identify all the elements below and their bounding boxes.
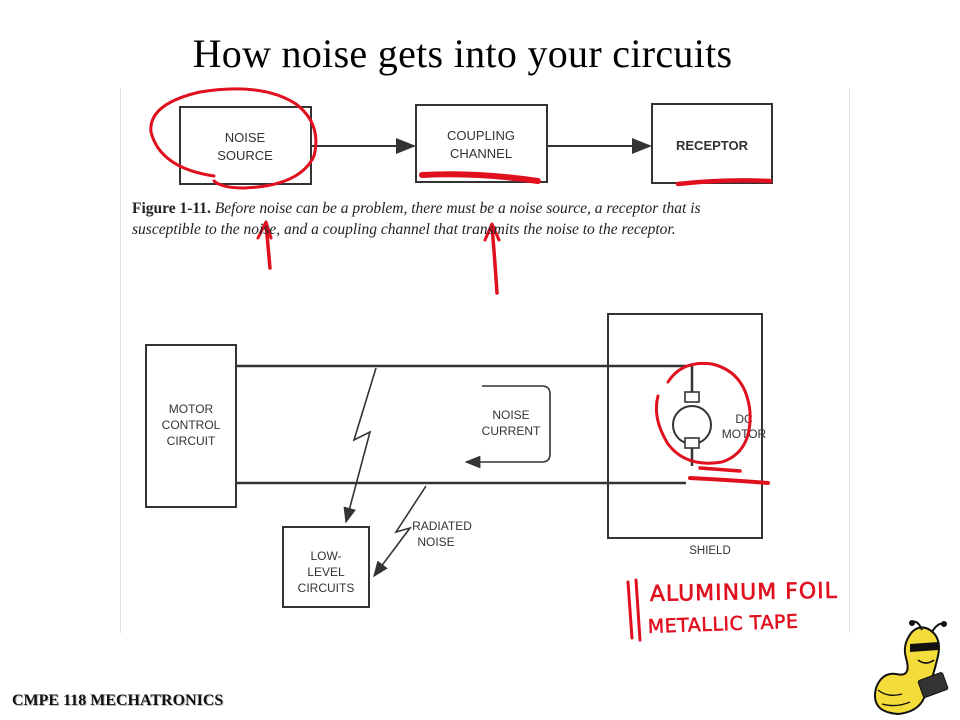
dc-motor: DC MOTOR xyxy=(672,366,767,466)
coupling-channel-block: COUPLING CHANNEL xyxy=(415,104,548,183)
slide-title: How noise gets into your circuits xyxy=(192,31,733,76)
banana-slug-mascot-icon xyxy=(874,620,949,716)
handwritten-metallic-tape: METALLIC TAPE xyxy=(647,611,798,638)
shield-box: SHIELD xyxy=(607,313,763,557)
noise-source-block: NOISE SOURCE xyxy=(179,106,312,185)
circle-noise-source xyxy=(149,87,318,190)
shield-label: SHIELD xyxy=(689,545,731,557)
noise-current-line2: CURRENT xyxy=(482,424,541,438)
footer-course-label: CMPE 118 MECHATRONICS xyxy=(12,692,224,709)
coupling-channel-line1: COUPLING xyxy=(447,128,515,143)
caption-line1: Figure 1-11. Before noise can be a probl… xyxy=(132,200,701,217)
caption-figure-label: Figure 1-11. xyxy=(132,200,211,217)
coupling-channel-line2: CHANNEL xyxy=(450,146,512,161)
circle-dc-motor xyxy=(654,361,752,465)
radiated-noise-line2: NOISE xyxy=(417,535,454,549)
motor-control-line3: CIRCUIT xyxy=(167,434,216,448)
motor-control-line2: CONTROL xyxy=(162,418,221,432)
noise-current-loop: NOISE CURRENT xyxy=(464,385,551,469)
motor-control-block: MOTOR CONTROL CIRCUIT xyxy=(145,344,237,508)
low-level-line1: LOW- xyxy=(310,549,341,563)
caption-line2: susceptible to the noise, and a coupling… xyxy=(132,221,676,238)
dc-motor-line2: MOTOR xyxy=(722,427,767,441)
underline-motor-ground xyxy=(698,466,742,473)
receptor-label: RECEPTOR xyxy=(676,138,749,153)
low-level-circuits-block: LOW- LEVEL CIRCUITS xyxy=(282,526,370,608)
radiated-noise-line1: RADIATED xyxy=(412,519,472,533)
lightning-bolt-left xyxy=(343,367,377,524)
noise-source-line1: NOISE xyxy=(225,130,266,145)
lightning-bolt-right xyxy=(373,485,427,578)
noise-current-line1: NOISE xyxy=(492,408,529,422)
low-level-line3: CIRCUITS xyxy=(298,581,355,595)
arrow-up-coupling xyxy=(490,224,499,295)
noise-source-line2: SOURCE xyxy=(217,148,273,163)
low-level-line2: LEVEL xyxy=(307,565,345,579)
receptor-block: RECEPTOR xyxy=(651,103,773,184)
figure-caption: Figure 1-11. Before noise can be a probl… xyxy=(132,198,837,240)
double-bar xyxy=(626,580,634,640)
handwritten-aluminum-foil: ALUMINUM FOIL xyxy=(650,579,838,607)
red-ink-annotations xyxy=(149,87,773,642)
underline-receptor xyxy=(675,178,773,187)
motor-control-line1: MOTOR xyxy=(169,402,214,416)
underline-coupling-channel xyxy=(419,171,541,184)
